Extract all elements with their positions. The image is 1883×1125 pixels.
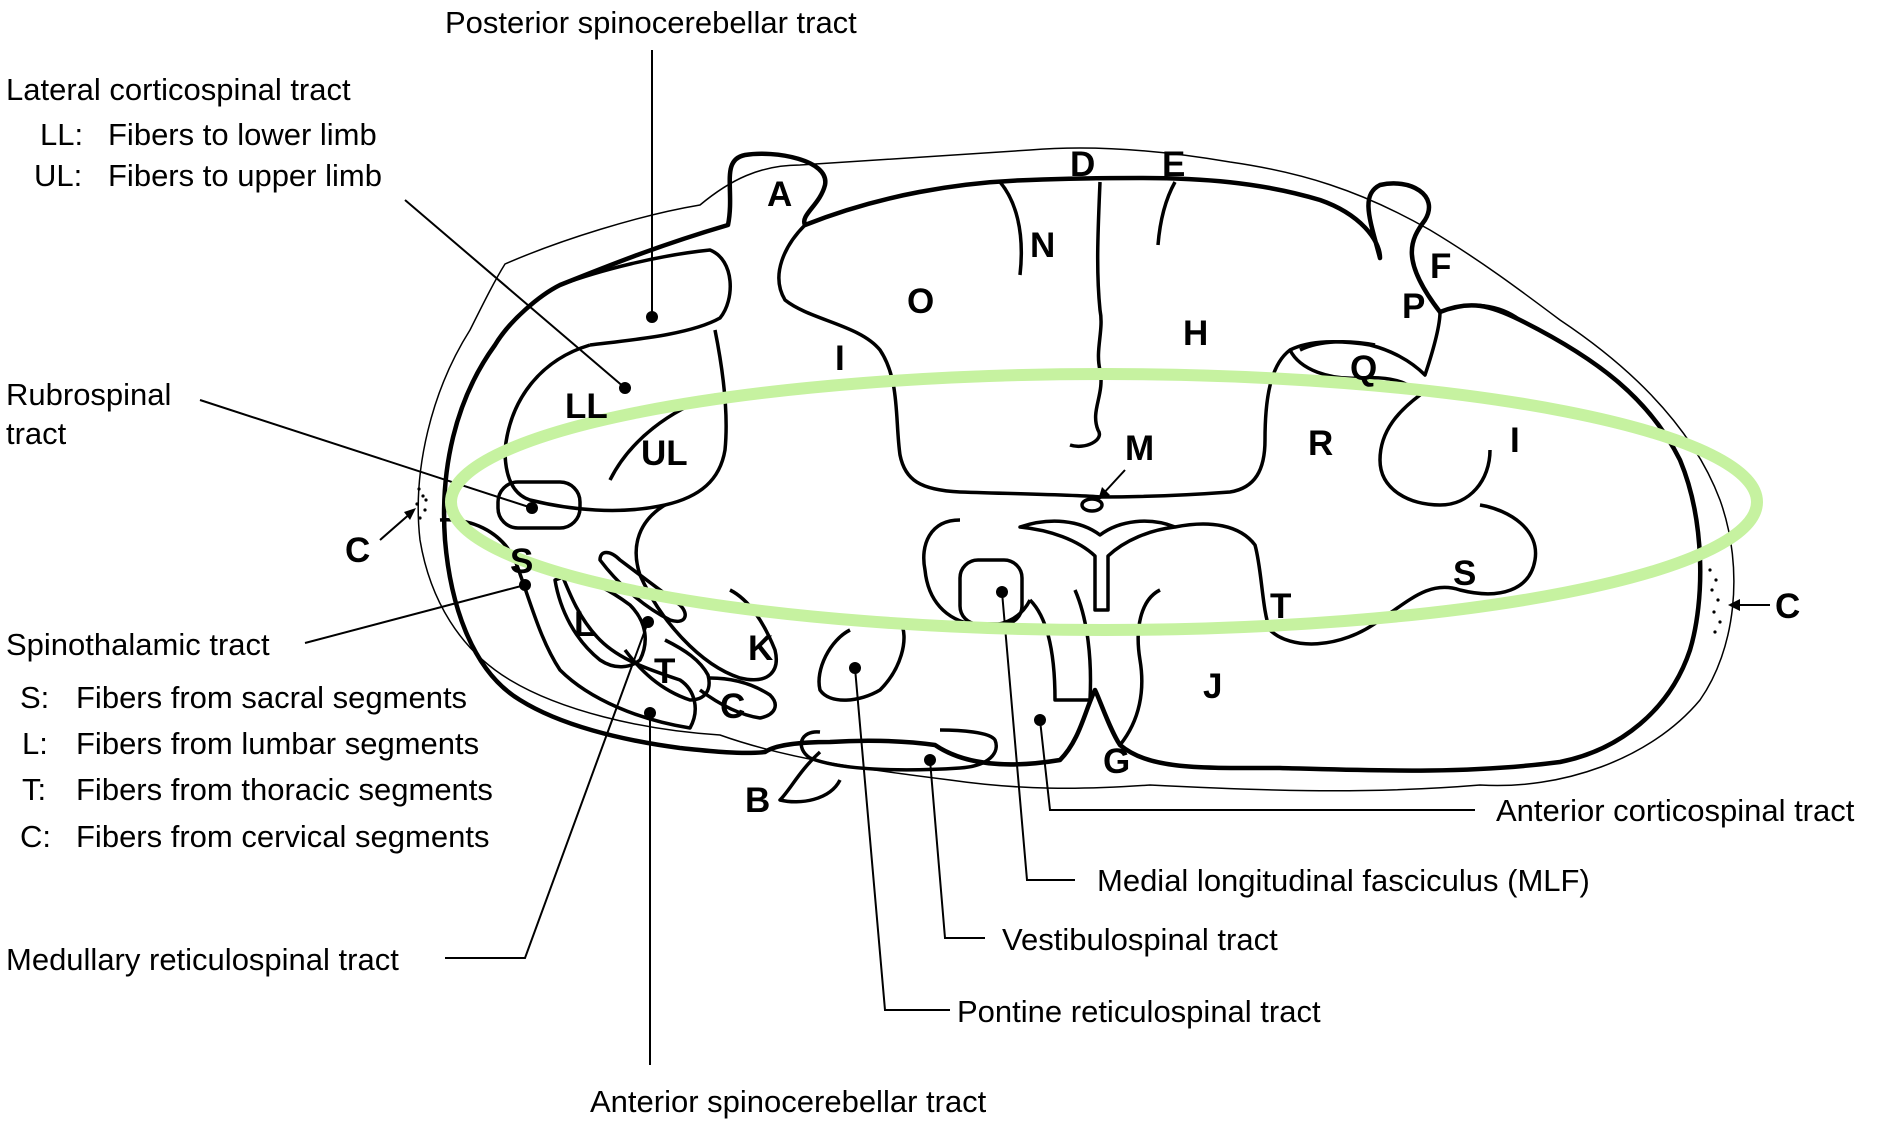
letter-T-right: T (1270, 587, 1291, 626)
posterior-spinocerebellar-region (560, 250, 730, 345)
letter-F: F (1430, 247, 1451, 286)
letter-Q: Q (1350, 349, 1377, 388)
label-s-abbr: S: (20, 680, 49, 715)
label-anterior-corticospinal: Anterior corticospinal tract (1496, 793, 1855, 828)
label-mlf: Medial longitudinal fasciculus (MLF) (1097, 863, 1590, 898)
spinothalamic-region (440, 520, 695, 728)
label-anterior-spinocerebellar: Anterior spinocerebellar tract (590, 1084, 987, 1119)
fasciculus-line-E (1158, 182, 1175, 245)
letter-P: P (1402, 287, 1425, 326)
label-ul-abbr: UL: (34, 158, 82, 193)
label-c-desc: Fibers from cervical segments (76, 819, 489, 854)
label-t-desc: Fibers from thoracic segments (76, 772, 493, 807)
letter-I-right: I (1510, 421, 1520, 460)
letter-G: G (1103, 742, 1130, 781)
letter-M: M (1125, 429, 1154, 468)
letter-B: B (745, 781, 770, 820)
label-pontine-reticulospinal: Pontine reticulospinal tract (957, 994, 1321, 1029)
letter-H: H (1183, 314, 1208, 353)
label-c-abbr: C: (20, 819, 51, 854)
letter-N: N (1030, 226, 1055, 265)
letter-C-small: C (720, 687, 745, 726)
letter-UL: UL (641, 434, 688, 473)
label-l-abbr: L: (22, 726, 48, 761)
letter-E: E (1162, 145, 1185, 184)
vestibulospinal-region (801, 730, 996, 770)
label-ll-desc: Fibers to lower limb (108, 117, 377, 152)
letter-J: J (1203, 667, 1222, 706)
letter-L: L (574, 605, 595, 644)
label-posterior-spinocerebellar: Posterior spinocerebellar tract (445, 5, 857, 40)
label-spinothalamic: Spinothalamic tract (6, 627, 270, 662)
label-lateral-corticospinal: Lateral corticospinal tract (6, 72, 351, 107)
label-medullary-reticulospinal: Medullary reticulospinal tract (6, 942, 399, 977)
mlf-region (960, 560, 1022, 624)
anterior-corticospinal-region (1030, 590, 1090, 700)
rubrospinal-region (498, 482, 580, 528)
ventral-region-J (1120, 590, 1160, 745)
label-t-abbr: T: (22, 772, 46, 807)
highlight-ellipse (451, 374, 1757, 630)
letter-C-right: C (1775, 587, 1800, 626)
pontine-reticulospinal-region (819, 620, 904, 700)
fasciculus-line-N (1000, 182, 1021, 275)
letter-LL: LL (565, 387, 608, 426)
posterior-septum (1070, 182, 1101, 446)
letter-I-left: I (835, 339, 845, 378)
letter-D: D (1070, 145, 1095, 184)
stipple-left (415, 487, 427, 519)
stipple-right (1708, 568, 1721, 633)
cord-outline (444, 154, 1700, 771)
letter-R: R (1308, 424, 1333, 463)
label-l-desc: Fibers from lumbar segments (76, 726, 479, 761)
anterior-median-region (924, 520, 1030, 626)
label-ll-abbr: LL: (40, 117, 83, 152)
letter-S-right: S (1453, 554, 1476, 593)
label-s-desc: Fibers from sacral segments (76, 680, 467, 715)
central-canal (1082, 499, 1102, 511)
label-vestibulospinal: Vestibulospinal tract (1002, 922, 1278, 957)
letter-K: K (748, 629, 773, 668)
letter-T-left: T (654, 652, 675, 691)
label-ul-desc: Fibers to upper limb (108, 158, 382, 193)
letter-S-left: S (510, 542, 533, 581)
label-rubrospinal-1: Rubrospinal (6, 377, 171, 412)
label-rubrospinal-2: tract (6, 416, 67, 451)
dorsal-horn-left (779, 225, 1440, 497)
letter-C-left: C (345, 531, 370, 570)
letter-O: O (907, 282, 934, 321)
letter-A: A (767, 175, 792, 214)
